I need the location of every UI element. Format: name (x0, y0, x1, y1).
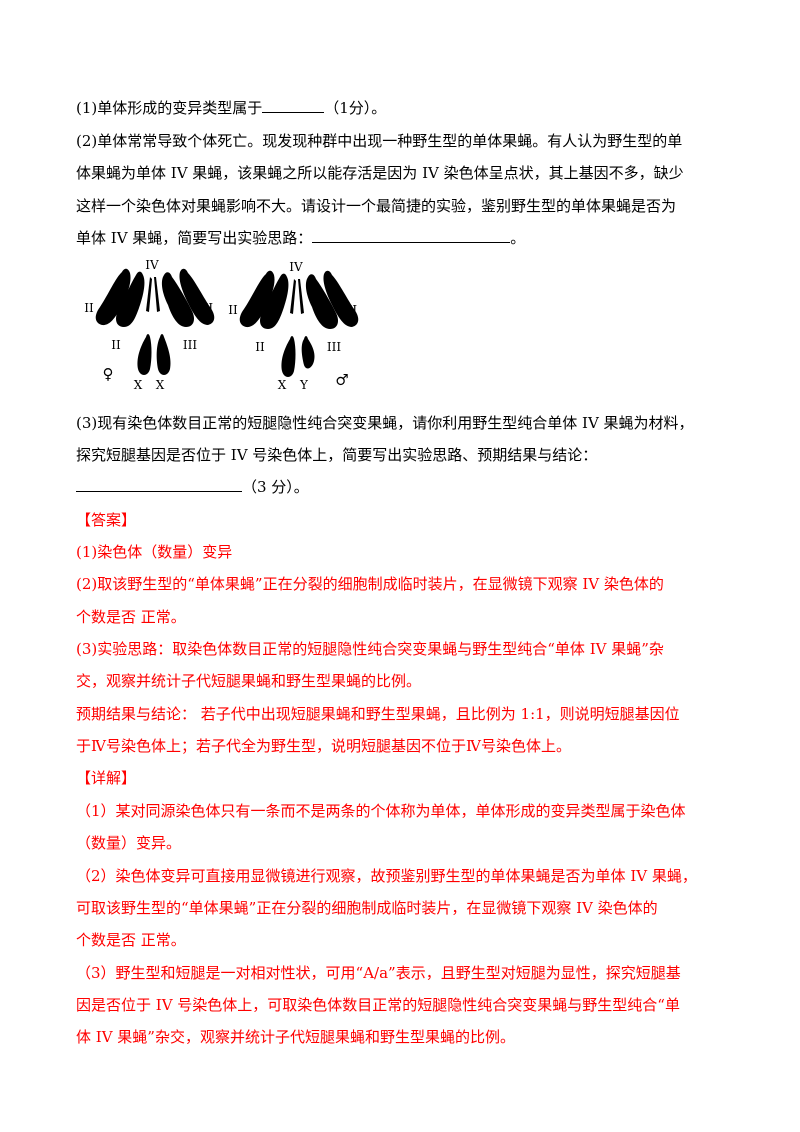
answer-3-line-1: (3)实验思路：取染色体数目正常的短腿隐性纯合突变果蝇与野生型纯合“单体 IV … (76, 640, 664, 658)
label-x-1: X (134, 378, 143, 392)
chromosome-iv-right (298, 279, 304, 314)
label-y: Y (299, 378, 309, 392)
question-1-prefix: (1)单体形成的变异类型属于 (76, 99, 263, 117)
karyotype-diagram: IV II III II III X X ♀ IV II III II III … (84, 258, 359, 392)
chromosome-ii-left (95, 268, 131, 326)
answer-3-line-3: 预期结果与结论： 若子代中出现短腿果蝇和野生型果蝇，且比例为 1:1，则说明短腿… (76, 705, 680, 723)
question-2-line-4-suffix: 。 (510, 229, 526, 247)
detail-2-line-2: 可取该野生型的“单体果蝇”正在分裂的细胞制成临时装片，在显微镜下观察 IV 染色… (76, 899, 658, 917)
label-ii-upper: II (228, 303, 238, 317)
question-3-line-3-suffix: （3 分）。 (242, 478, 309, 496)
label-iii-lower: III (327, 340, 341, 354)
label-iii-upper: III (343, 303, 357, 317)
answer-3-line-4: 于Ⅳ号染色体上；若子代全为野生型，说明短腿基因不位于Ⅳ号染色体上。 (76, 737, 571, 755)
question-2-line-2: 体果蝇为单体 IV 果蝇，该果蝇之所以能存活是因为 IV 染色体呈点状，其上基因… (76, 164, 684, 182)
answer-1: (1)染色体（数量）变异 (76, 543, 233, 561)
label-iii-upper: III (199, 301, 213, 315)
chromosome-iii-right-2 (323, 270, 359, 327)
female-symbol: ♀ (103, 365, 114, 383)
chromosome-x-right (156, 334, 171, 375)
karyotype-figure: IV II III II III X X ♀ IV II III II III … (76, 255, 366, 395)
answer-blank (76, 477, 242, 492)
label-ii-upper: II (84, 301, 94, 315)
answer-heading: 【答案】 (76, 511, 137, 529)
question-2-line-4-prefix: 单体 IV 果蝇，简要写出实验思路： (76, 229, 313, 247)
chromosome-iii-right (161, 272, 194, 327)
detail-3-line-2: 因是否位于 IV 号染色体上，可取染色体数目正常的短腿隐性纯合突变果蝇与野生型纯… (76, 996, 680, 1014)
detail-2-line-1: （2）染色体变异可直接用显微镜进行观察，故预鉴别野生型的单体果蝇是否为单体 IV… (76, 867, 697, 885)
detail-1-line-2: （数量）变异。 (76, 834, 182, 852)
answer-blank (312, 228, 511, 243)
answer-blank (262, 98, 325, 113)
question-1-suffix: （1分）。 (324, 99, 387, 117)
detail-3-line-3: 体 IV 果蝇”杂交，观察并统计子代短腿果蝇和野生型果蝇的比例。 (76, 1028, 515, 1046)
chromosome-iii-right (305, 274, 338, 329)
label-iv: IV (289, 260, 303, 274)
chromosome-ii-left-2 (260, 273, 289, 329)
chromosome-iv-left (290, 279, 296, 314)
label-ii-lower: II (111, 338, 121, 352)
chromosome-x-left (137, 334, 152, 375)
label-x-2: X (156, 378, 165, 392)
label-iv: IV (145, 258, 159, 272)
answer-3-line-2: 交，观察并统计子代短腿果蝇和野生型果蝇的比例。 (76, 672, 422, 690)
answer-2-line-2: 个数是否 正常。 (76, 608, 186, 626)
answer-2-line-1: (2)取该野生型的“单体果蝇”正在分裂的细胞制成临时装片，在显微镜下观察 IV … (76, 575, 664, 593)
chromosome-x (281, 336, 296, 377)
question-3-line-3: （3 分）。 (76, 477, 309, 497)
detail-3-line-1: （3）野生型和短腿是一对相对性状，可用“A/a”表示，且野生型对短腿为显性，探究… (76, 964, 681, 982)
question-3-line-2: 探究短腿基因是否位于 IV 号染色体上，简要写出实验思路、预期结果与结论： (76, 446, 598, 464)
chromosome-iv-left (146, 277, 152, 312)
detail-2-line-3: 个数是否 正常。 (76, 931, 186, 949)
question-2-line-4: 单体 IV 果蝇，简要写出实验思路： 。 (76, 228, 525, 248)
chromosome-y (301, 336, 315, 369)
chromosome-iv-right (154, 277, 160, 312)
chromosome-ii-left (239, 270, 275, 328)
chromosome-ii-left-2 (116, 271, 145, 327)
detail-1-line-1: （1）某对同源染色体只有一条而不是两条的个体称为单体，单体形成的变异类型属于染色… (76, 802, 686, 820)
chromosome-iii-right-2 (179, 268, 215, 325)
label-ii-lower: II (255, 340, 265, 354)
question-2-line-1: (2)单体常常导致个体死亡。现发现种群中出现一种野生型的单体果蝇。有人认为野生型… (76, 132, 683, 150)
detail-heading: 【详解】 (76, 769, 137, 787)
female-karyotype: IV II III II III X X ♀ (84, 258, 215, 392)
male-symbol: ♂ (335, 371, 348, 389)
question-3-line-1: (3)现有染色体数目正常的短腿隐性纯合突变果蝇，请你利用野生型纯合单体 IV 果… (76, 414, 694, 432)
label-x: X (278, 378, 287, 392)
question-1: (1)单体形成的变异类型属于 （1分）。 (76, 98, 386, 118)
label-iii-lower: III (183, 338, 197, 352)
male-karyotype: IV II III II III X Y ♂ (228, 260, 359, 392)
question-2-line-3: 这样一个染色体对果蝇影响不大。请设计一个最简捷的实验，鉴别野生型的单体果蝇是否为 (76, 197, 677, 215)
